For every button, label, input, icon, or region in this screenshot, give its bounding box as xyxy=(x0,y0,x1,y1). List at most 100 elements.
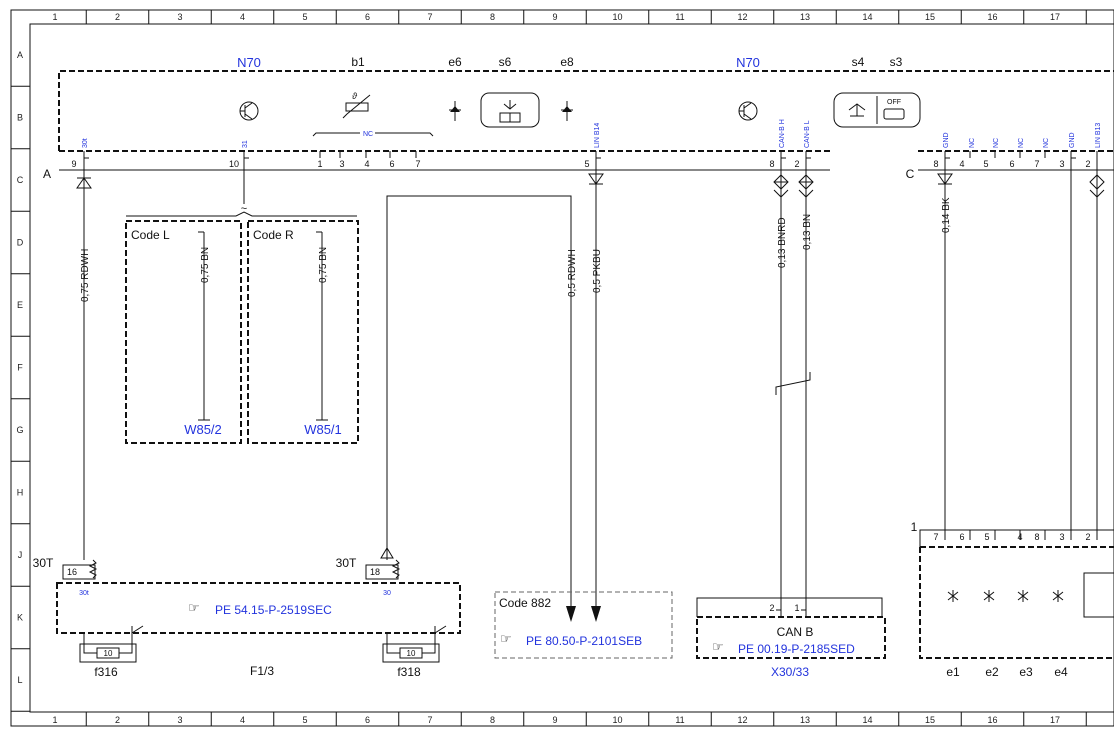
grid-column-label: 13 xyxy=(800,715,810,725)
svg-text:4: 4 xyxy=(1017,532,1022,542)
pin-label-30: 30 xyxy=(383,590,391,597)
grid-column-label: 6 xyxy=(365,12,370,22)
code-brace xyxy=(126,211,357,217)
pin-label-lin-b14: LIN B14 xyxy=(594,123,601,148)
grid-row-label: B xyxy=(17,113,23,123)
wire-label: 0,13 BN xyxy=(802,214,813,250)
module-1-box xyxy=(919,546,1114,659)
t30-right-label: 30T xyxy=(336,556,357,570)
grid-column-label: 2 xyxy=(115,12,120,22)
grid-row-label: L xyxy=(17,675,22,685)
e8-label: e8 xyxy=(560,55,574,69)
pin-label-can-b-l: CAN-B L xyxy=(804,120,811,148)
pin-label-nc: NC xyxy=(993,138,1000,148)
connector-arrow-icon xyxy=(588,173,604,185)
pe-00-reference: PE 00.19-P-2185SED xyxy=(738,642,855,656)
svg-text:2: 2 xyxy=(1085,159,1090,169)
can-b-label: CAN B xyxy=(777,625,814,639)
led-icon xyxy=(1052,590,1064,602)
wire-bn-075-left xyxy=(198,231,210,421)
pin-label-nc: NC xyxy=(1018,138,1025,148)
pin-box xyxy=(62,564,96,580)
pin-label-30t: 30t xyxy=(79,590,89,597)
f318-label: f318 xyxy=(397,665,421,679)
svg-text:8: 8 xyxy=(769,159,774,169)
pin-label-gnd: GND xyxy=(1069,132,1076,148)
connector-arrow-icon xyxy=(76,177,92,189)
code-r-box xyxy=(247,220,359,444)
resistor-icon xyxy=(391,559,401,579)
svg-text:1: 1 xyxy=(794,603,799,613)
grid-column-label: 3 xyxy=(177,12,182,22)
svg-text:6: 6 xyxy=(1009,159,1014,169)
grid-column-label: 5 xyxy=(302,12,307,22)
off-label: OFF xyxy=(887,99,901,106)
wire-label: 0,75 RDWH xyxy=(80,249,91,302)
wire-label: 0,5 PKBU xyxy=(592,249,603,293)
n70-left-label: N70 xyxy=(237,55,261,70)
grid-column-label: 11 xyxy=(675,715,684,725)
grid-column-label: 4 xyxy=(240,12,245,22)
svg-text:9: 9 xyxy=(71,159,76,169)
interior-light-switch-icon: OFF xyxy=(833,92,921,128)
grid-row-label: G xyxy=(16,425,23,435)
t30-left-label: 30T xyxy=(33,556,54,570)
connector-arrow-icon xyxy=(380,547,394,559)
svg-text:3: 3 xyxy=(1059,159,1064,169)
svg-text:6: 6 xyxy=(959,532,964,542)
svg-text:18: 18 xyxy=(370,567,380,577)
connector-arrow-icon xyxy=(937,173,953,185)
svg-text:3: 3 xyxy=(1059,532,1064,542)
svg-text:7: 7 xyxy=(415,159,420,169)
grid-row-label: A xyxy=(17,50,23,60)
svg-text:7: 7 xyxy=(1034,159,1039,169)
e1-label: e1 xyxy=(946,665,960,679)
svg-text:10: 10 xyxy=(104,649,113,658)
grid-column-label: 4 xyxy=(240,715,245,725)
fuse-element xyxy=(399,647,423,659)
pin-label-nc: NC xyxy=(969,138,976,148)
grid-row-label: C xyxy=(17,175,24,185)
grid-column-label: 8 xyxy=(490,12,495,22)
grid-row-label: K xyxy=(17,613,23,623)
grid-column-label: 13 xyxy=(800,12,810,22)
n70-right-label: N70 xyxy=(736,55,760,70)
e3-label: e3 xyxy=(1019,665,1033,679)
e6-label: e6 xyxy=(448,55,462,69)
can-pins xyxy=(776,609,807,617)
x30-33-label: X30/33 xyxy=(771,665,809,679)
s6-label: s6 xyxy=(499,55,512,69)
grid-column-label: 11 xyxy=(675,12,684,22)
grid-row-label: J xyxy=(18,550,23,560)
grid-column-label: 9 xyxy=(552,12,557,22)
svg-text:ϑ: ϑ xyxy=(352,91,358,101)
grid-column-label: 5 xyxy=(302,715,307,725)
svg-text:5: 5 xyxy=(984,532,989,542)
b1-label: b1 xyxy=(351,55,365,69)
fuse-element xyxy=(96,647,120,659)
thermistor-icon: ϑ xyxy=(342,91,371,119)
svg-text:6: 6 xyxy=(389,159,394,169)
grid-column-label: 7 xyxy=(427,12,432,22)
grid-column-label: 10 xyxy=(612,12,622,22)
nc-brace: NC xyxy=(312,131,434,138)
svg-text:3: 3 xyxy=(339,159,344,169)
grid-column-label: 12 xyxy=(737,715,747,725)
pin-label-nc: NC xyxy=(1043,138,1050,148)
module-1-pins: 7 6 5 4 8 3 2 xyxy=(933,530,1098,542)
grid-column-label: 15 xyxy=(925,715,935,725)
wire-bn-075-right xyxy=(316,231,328,421)
svg-text:16: 16 xyxy=(67,567,77,577)
fuse-circuit-right xyxy=(386,625,447,654)
svg-text:7: 7 xyxy=(933,532,938,542)
code-l-label: Code L xyxy=(131,228,170,242)
svg-text:8: 8 xyxy=(933,159,938,169)
grid-column-label: 17 xyxy=(1050,12,1060,22)
transistor-icon xyxy=(738,101,758,121)
f316-label: f316 xyxy=(94,665,118,679)
e4-label: e4 xyxy=(1054,665,1068,679)
svg-text:4: 4 xyxy=(364,159,369,169)
grid-row-label: E xyxy=(17,300,23,310)
